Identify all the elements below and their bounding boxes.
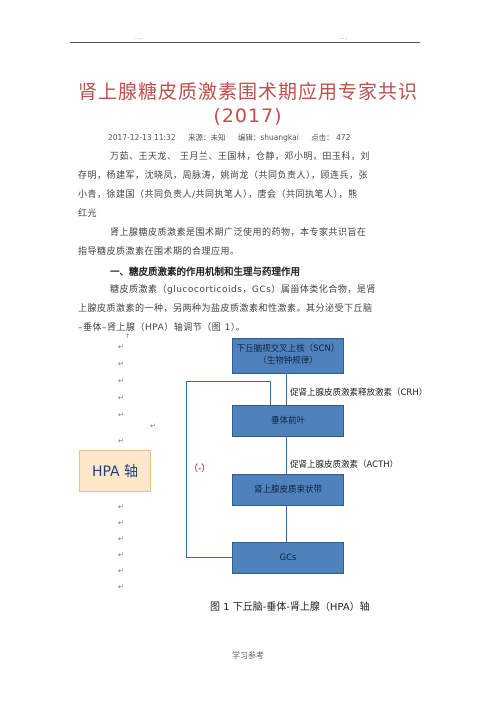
box-gcs-text: GCs (279, 553, 297, 563)
feedback-negative-label: （-） (189, 464, 211, 474)
arrow-1-label: 促肾上腺皮质激素释放激素（CRH） (290, 388, 428, 398)
page-footer: 学习参考 (232, 651, 264, 660)
arrow-2 (286, 436, 287, 474)
return-mark: ↵ (150, 422, 156, 430)
feedback-line-vertical (186, 381, 187, 557)
header-divider (70, 42, 420, 43)
intro-line-1: 肾上腺糖皮质激素是围术期广泛使用的药物，本专家共识旨在 (110, 228, 367, 238)
hpa-axis-text: HPA 轴 (91, 464, 139, 480)
return-mark: ↵ (118, 519, 124, 527)
meta-hits: 点击： 472 (311, 133, 351, 142)
return-mark: ↵ (118, 503, 124, 511)
small-arrow-mark: ↑ (125, 333, 131, 340)
section-heading: 一、糖皮质激素的作用机制和生理与药理作用 (110, 267, 301, 278)
box-pituitary: 垂体前叶 (232, 405, 344, 437)
doc-meta: 2017-12-13 11:32 来源：未知 编辑：shuangkai 点击： … (108, 132, 360, 143)
arrow-1 (286, 373, 287, 405)
return-mark: ↵ (118, 377, 124, 385)
section-para-line-2: 上腺皮质激素的一种，另两种为盐皮质激素和性激素。其分泌受下丘脑 (78, 304, 373, 314)
header-mark-right: .. . (340, 34, 348, 41)
doc-title-line2: (2017) (213, 105, 283, 127)
authors-line-3: 小青，徐建国（共同负责人/共同执笔人），唐会（共同执笔人），熊 (78, 190, 358, 200)
return-mark: ↵ (118, 583, 124, 591)
doc-title-line1: 肾上腺糖皮质激素围术期应用专家共识 (77, 81, 418, 103)
intro-line-2: 指导糖皮质激素在围术期的合理应用。 (78, 247, 240, 257)
feedback-line-bottom (186, 557, 232, 558)
section-para-line-3: –垂体–肾上腺（HPA）轴调节（图 1）。 (78, 323, 246, 333)
box-scn: 下丘脑视交叉上核（SCN） （生物钟规律） (232, 338, 344, 374)
section-para-line-1: 糖皮质激素（glucocorticoids，GCs）属甾体类化合物，是肾 (110, 285, 376, 295)
return-mark: ↵ (118, 535, 124, 543)
box-pituitary-text: 垂体前叶 (270, 416, 305, 426)
box-gcs: GCs (232, 542, 344, 574)
box-adrenal: 肾上腺皮质束状带 (232, 474, 344, 506)
figure-caption: 图 1 下丘脑-垂体-肾上腺（HPA）轴 (210, 602, 370, 613)
box-scn-line2: （生物钟规律） (258, 356, 318, 366)
authors-line-2: 存明，杨建军，沈晓凤，周脉涛，姚尚龙（共同负责人），顾连兵，张 (78, 171, 369, 181)
authors-line-1: 万茹、王天龙、 王月兰、王国林，仓静，邓小明，田玉科，刘 (110, 152, 370, 162)
box-adrenal-text: 肾上腺皮质束状带 (253, 485, 322, 495)
feedback-line-top (186, 381, 270, 382)
meta-editor: 编辑：shuangkai (237, 133, 299, 142)
feedback-line-down (270, 381, 271, 405)
header-mark-left: . .. (135, 34, 143, 41)
return-mark: ↵ (118, 394, 124, 402)
authors-line-4: 红光 (78, 209, 98, 219)
return-mark: ↵ (118, 343, 124, 351)
meta-source: 来源：未知 (187, 133, 226, 142)
hpa-axis-label: HPA 轴 (79, 450, 151, 492)
return-mark: ↵ (118, 360, 124, 368)
return-mark: ↵ (118, 437, 124, 445)
arrow-3 (286, 505, 287, 542)
return-mark: ↵ (118, 411, 124, 419)
arrow-2-label: 促肾上腺皮质激素（ACTH） (290, 460, 399, 470)
box-scn-line1: 下丘脑视交叉上核（SCN） (236, 344, 340, 354)
return-mark: ↵ (118, 567, 124, 575)
return-mark: ↵ (118, 551, 124, 559)
meta-date: 2017-12-13 11:32 (108, 133, 176, 142)
